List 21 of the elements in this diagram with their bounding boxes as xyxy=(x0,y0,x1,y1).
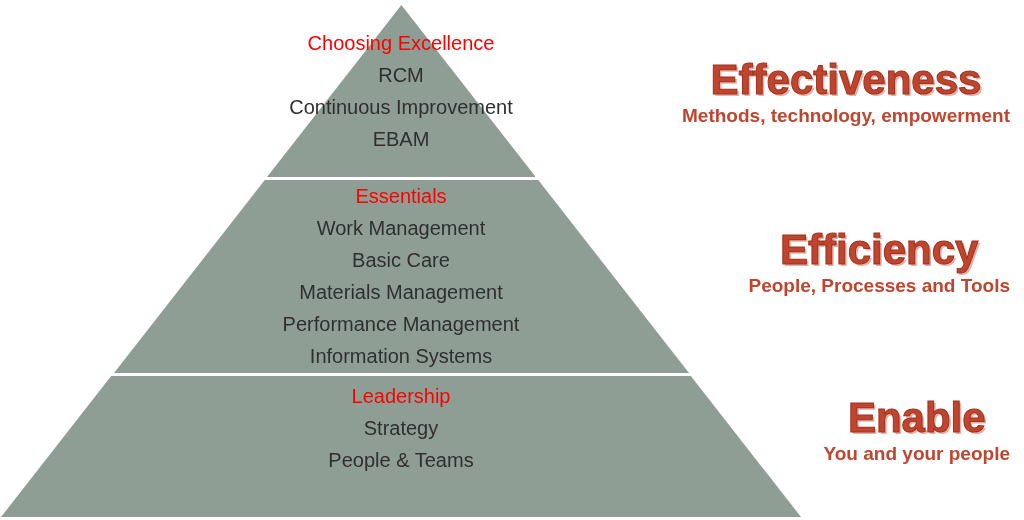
tier-heading: Choosing Excellence xyxy=(307,31,495,56)
tier-item: EBAM xyxy=(372,127,430,152)
tier-heading: Essentials xyxy=(355,184,447,209)
tier-item: RCM xyxy=(378,63,424,88)
tier-heading: Leadership xyxy=(351,384,451,409)
tier-item: Basic Care xyxy=(352,248,450,273)
tier-item: Materials Management xyxy=(299,280,503,305)
tier-subtitle: People, Processes and Tools xyxy=(748,274,1010,298)
tier-title: Enable xyxy=(847,394,986,442)
pyramid-tier xyxy=(266,5,536,177)
tier-item: Work Management xyxy=(316,216,486,241)
tier-item: Strategy xyxy=(363,416,439,441)
tier-title: Effectiveness xyxy=(710,56,982,104)
pyramid-tier xyxy=(113,180,689,373)
tier-title: Efficiency xyxy=(780,226,979,274)
tier-item: Performance Management xyxy=(282,312,520,337)
tier-item: Information Systems xyxy=(309,344,493,369)
tier-item: People & Teams xyxy=(328,448,474,473)
tier-subtitle: You and your people xyxy=(823,442,1010,466)
tier-subtitle: Methods, technology, empowerment xyxy=(682,104,1010,128)
pyramid-tier xyxy=(1,376,801,517)
